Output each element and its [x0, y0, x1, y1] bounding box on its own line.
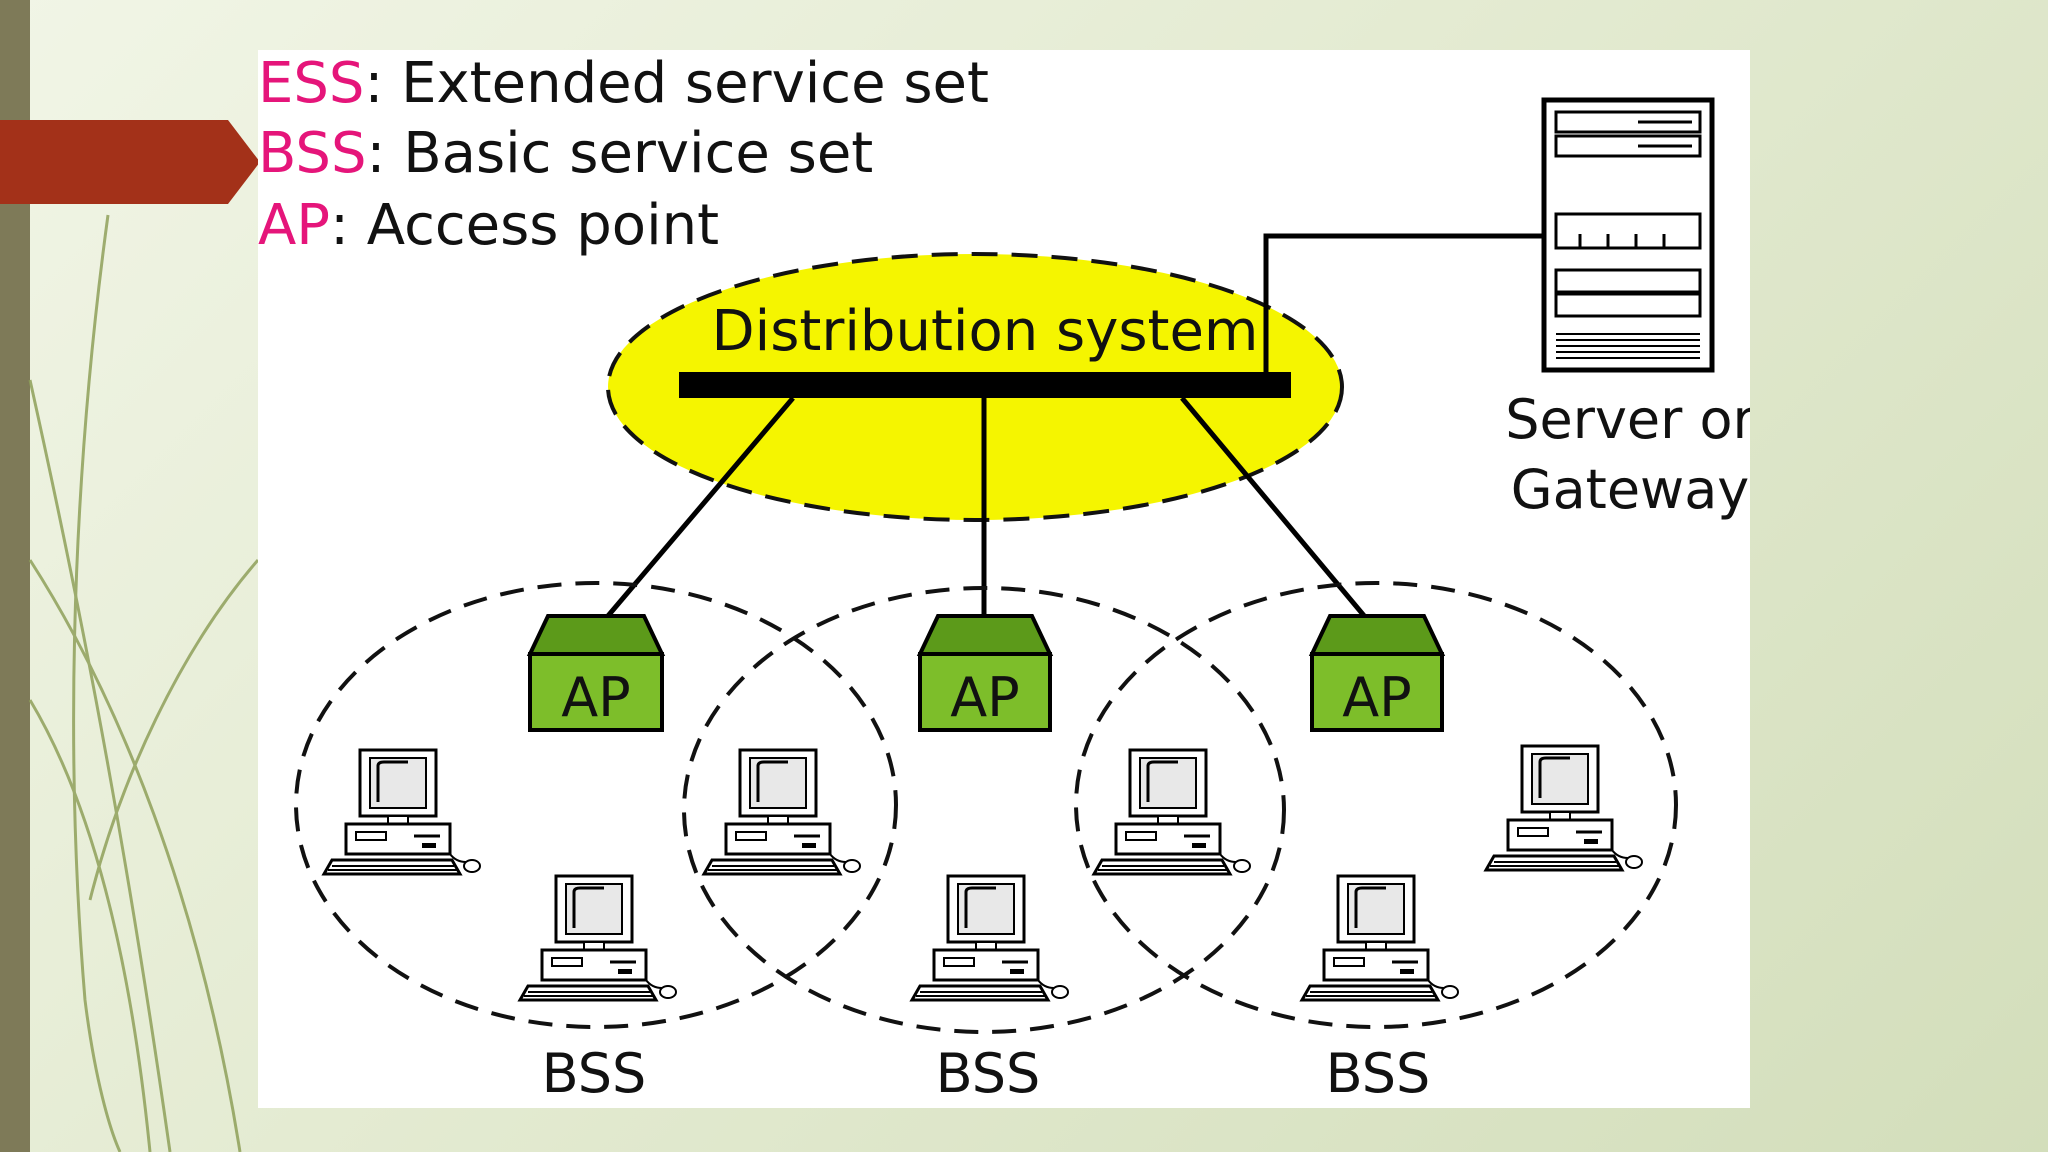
diagram-canvas: ESS: Extended service set BSS: Basic ser…	[258, 51, 1756, 1105]
access-point-center-label: AP	[950, 666, 1020, 729]
legend-bss-abbr: BSS	[258, 121, 367, 186]
access-point-right: AP	[1308, 614, 1446, 732]
desktop-computer-icon	[1484, 744, 1644, 872]
legend-ess-text: Extended service set	[401, 51, 989, 116]
desktop-computer-icon	[1300, 874, 1460, 1002]
access-point-center: AP	[916, 614, 1054, 732]
accent-arrow	[0, 120, 260, 204]
desktop-computer-icon	[1092, 748, 1252, 876]
legend-bss-text: Basic service set	[403, 121, 873, 186]
server-label-line1: Server or	[1505, 388, 1750, 451]
access-point-right-label: AP	[1342, 666, 1412, 729]
legend: ESS: Extended service set BSS: Basic ser…	[258, 51, 989, 258]
legend-ess-sep: :	[364, 51, 401, 116]
desktop-computer-icon	[910, 874, 1070, 1002]
legend-ap-text: Access point	[367, 193, 719, 258]
ap-link-right	[1180, 396, 1378, 632]
bss-circle-right	[1074, 581, 1678, 1029]
bss-label-center: BSS	[936, 1042, 1041, 1105]
desktop-computer-icon	[518, 874, 678, 1002]
legend-ess-abbr: ESS	[258, 51, 364, 116]
desktop-computer-icon	[322, 748, 482, 876]
server-link-line	[1263, 233, 1548, 372]
ess-network-diagram: ESS: Extended service set BSS: Basic ser…	[258, 50, 1756, 1108]
legend-ap-sep: :	[330, 193, 367, 258]
legend-bss-sep: :	[367, 121, 404, 186]
legend-ap-abbr: AP	[258, 193, 330, 258]
ap-link-left	[594, 396, 795, 632]
bss-circle-center	[682, 586, 1286, 1034]
desktop-computer-icon	[702, 748, 862, 876]
legend-ap: AP: Access point	[258, 193, 719, 258]
distribution-system-bus	[679, 372, 1291, 398]
distribution-system-label: Distribution system	[712, 299, 1259, 364]
access-point-left: AP	[526, 614, 666, 732]
bss-label-right: BSS	[1326, 1042, 1431, 1105]
bss-label-left: BSS	[542, 1042, 647, 1105]
decorative-grass-lines	[28, 214, 260, 1152]
server-tower-icon	[1541, 97, 1715, 373]
legend-bss: BSS: Basic service set	[258, 121, 873, 186]
bss-circle-left	[294, 581, 898, 1029]
access-point-left-label: AP	[561, 666, 631, 729]
legend-ess: ESS: Extended service set	[258, 51, 989, 116]
server-label-line2: Gateway	[1511, 458, 1750, 521]
